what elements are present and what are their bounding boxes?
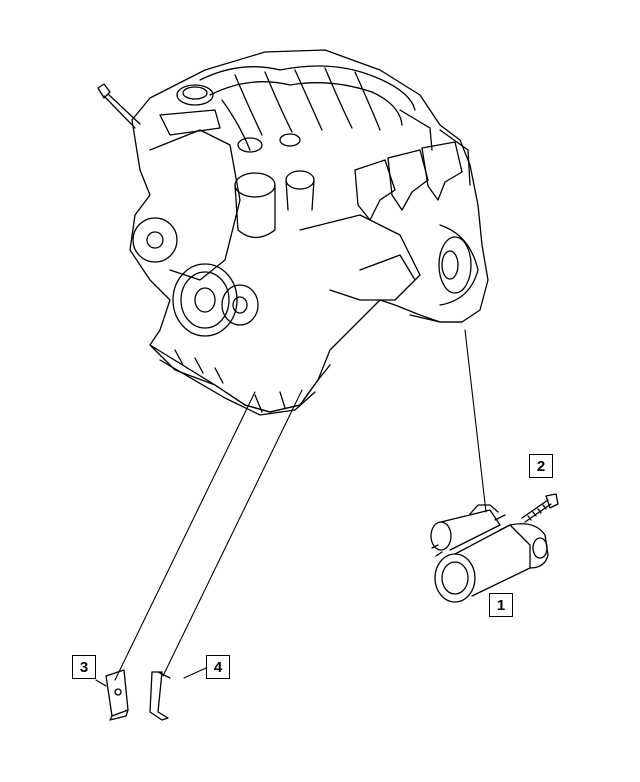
intake-manifold	[199, 65, 433, 151]
crankshaft-pulley	[172, 263, 238, 337]
callout-4-pointer	[183, 667, 207, 679]
engine-assembly	[97, 49, 489, 416]
water-pump-pulley	[132, 217, 178, 263]
support-bracket-left	[105, 669, 129, 721]
callout-3: 3	[72, 655, 96, 679]
callout-1: 1	[489, 593, 513, 617]
engine-block-detail	[299, 214, 421, 301]
leader-line-4	[162, 389, 303, 677]
oil-pan	[149, 344, 331, 416]
callout-3-pointer	[95, 679, 107, 687]
leader-lines	[95, 329, 487, 687]
mounting-bolt	[521, 493, 559, 523]
engine-outline	[129, 49, 489, 413]
leader-line-1	[464, 329, 487, 513]
bellhousing	[409, 224, 479, 323]
reservoir-cap	[159, 84, 221, 136]
dipstick	[97, 83, 141, 129]
callout-4: 4	[206, 655, 230, 679]
idler-pulley	[221, 284, 259, 326]
timing-cover	[149, 129, 241, 281]
ignition-coils	[354, 129, 471, 221]
oil-filter-housing	[234, 133, 315, 239]
callout-2: 2	[529, 454, 553, 478]
starter-motor	[430, 504, 549, 603]
leader-line-3	[114, 391, 256, 681]
support-bracket-right	[149, 671, 171, 721]
